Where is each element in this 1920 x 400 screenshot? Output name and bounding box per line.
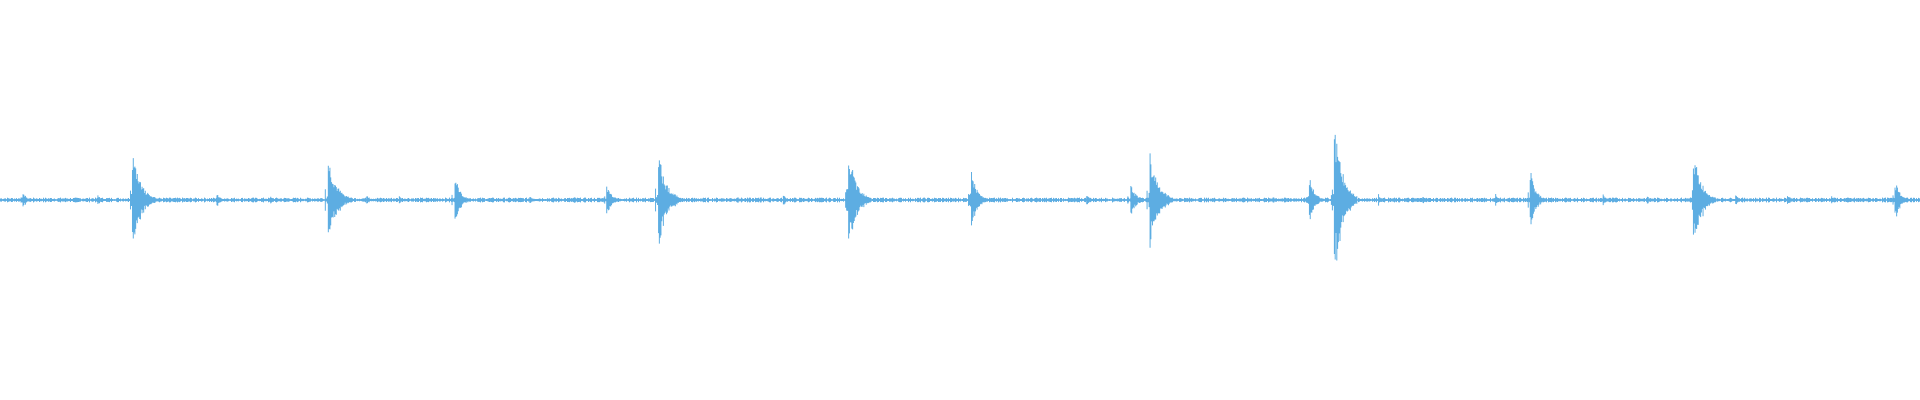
waveform-peak bbox=[94, 195, 107, 205]
waveform-peak bbox=[363, 196, 376, 204]
waveform-peak bbox=[213, 194, 226, 206]
waveform-peak bbox=[451, 182, 470, 219]
waveform-peak bbox=[845, 165, 872, 239]
waveform-peak bbox=[1828, 196, 1841, 204]
waveform-peak bbox=[779, 195, 792, 205]
waveform-peak bbox=[1305, 180, 1325, 220]
waveform-peak bbox=[603, 186, 622, 214]
waveform-peak bbox=[1419, 197, 1432, 204]
waveform-peak bbox=[655, 160, 682, 244]
waveform-peak bbox=[733, 197, 746, 203]
waveform-peak bbox=[19, 194, 32, 207]
waveform-peak bbox=[939, 197, 952, 203]
waveform-peak bbox=[1643, 196, 1656, 204]
waveform-peak bbox=[395, 196, 408, 204]
waveform-peak bbox=[1784, 196, 1797, 204]
waveform-peak bbox=[1330, 134, 1358, 261]
waveform-peak bbox=[128, 158, 156, 239]
waveform-noise bbox=[0, 197, 1920, 203]
waveform-peak bbox=[570, 197, 583, 203]
waveform-peak bbox=[1492, 194, 1505, 206]
waveform-peak bbox=[1732, 195, 1745, 205]
waveform-peak bbox=[1599, 194, 1612, 206]
waveform-peak bbox=[1891, 185, 1910, 217]
waveform-peak bbox=[1146, 153, 1173, 248]
waveform-peak bbox=[1269, 197, 1282, 203]
waveform-peak bbox=[324, 165, 352, 233]
waveform-peak bbox=[526, 197, 539, 203]
waveform-peak bbox=[1375, 194, 1388, 206]
waveform-peak bbox=[1127, 186, 1146, 214]
waveform-peak bbox=[968, 172, 987, 226]
waveform-peak bbox=[1526, 173, 1546, 225]
waveform-peak bbox=[267, 196, 280, 204]
waveform-peaks bbox=[0, 134, 1920, 261]
waveform-peak bbox=[1083, 196, 1096, 205]
waveform-peak bbox=[1689, 165, 1717, 235]
waveform-peak bbox=[756, 197, 769, 203]
